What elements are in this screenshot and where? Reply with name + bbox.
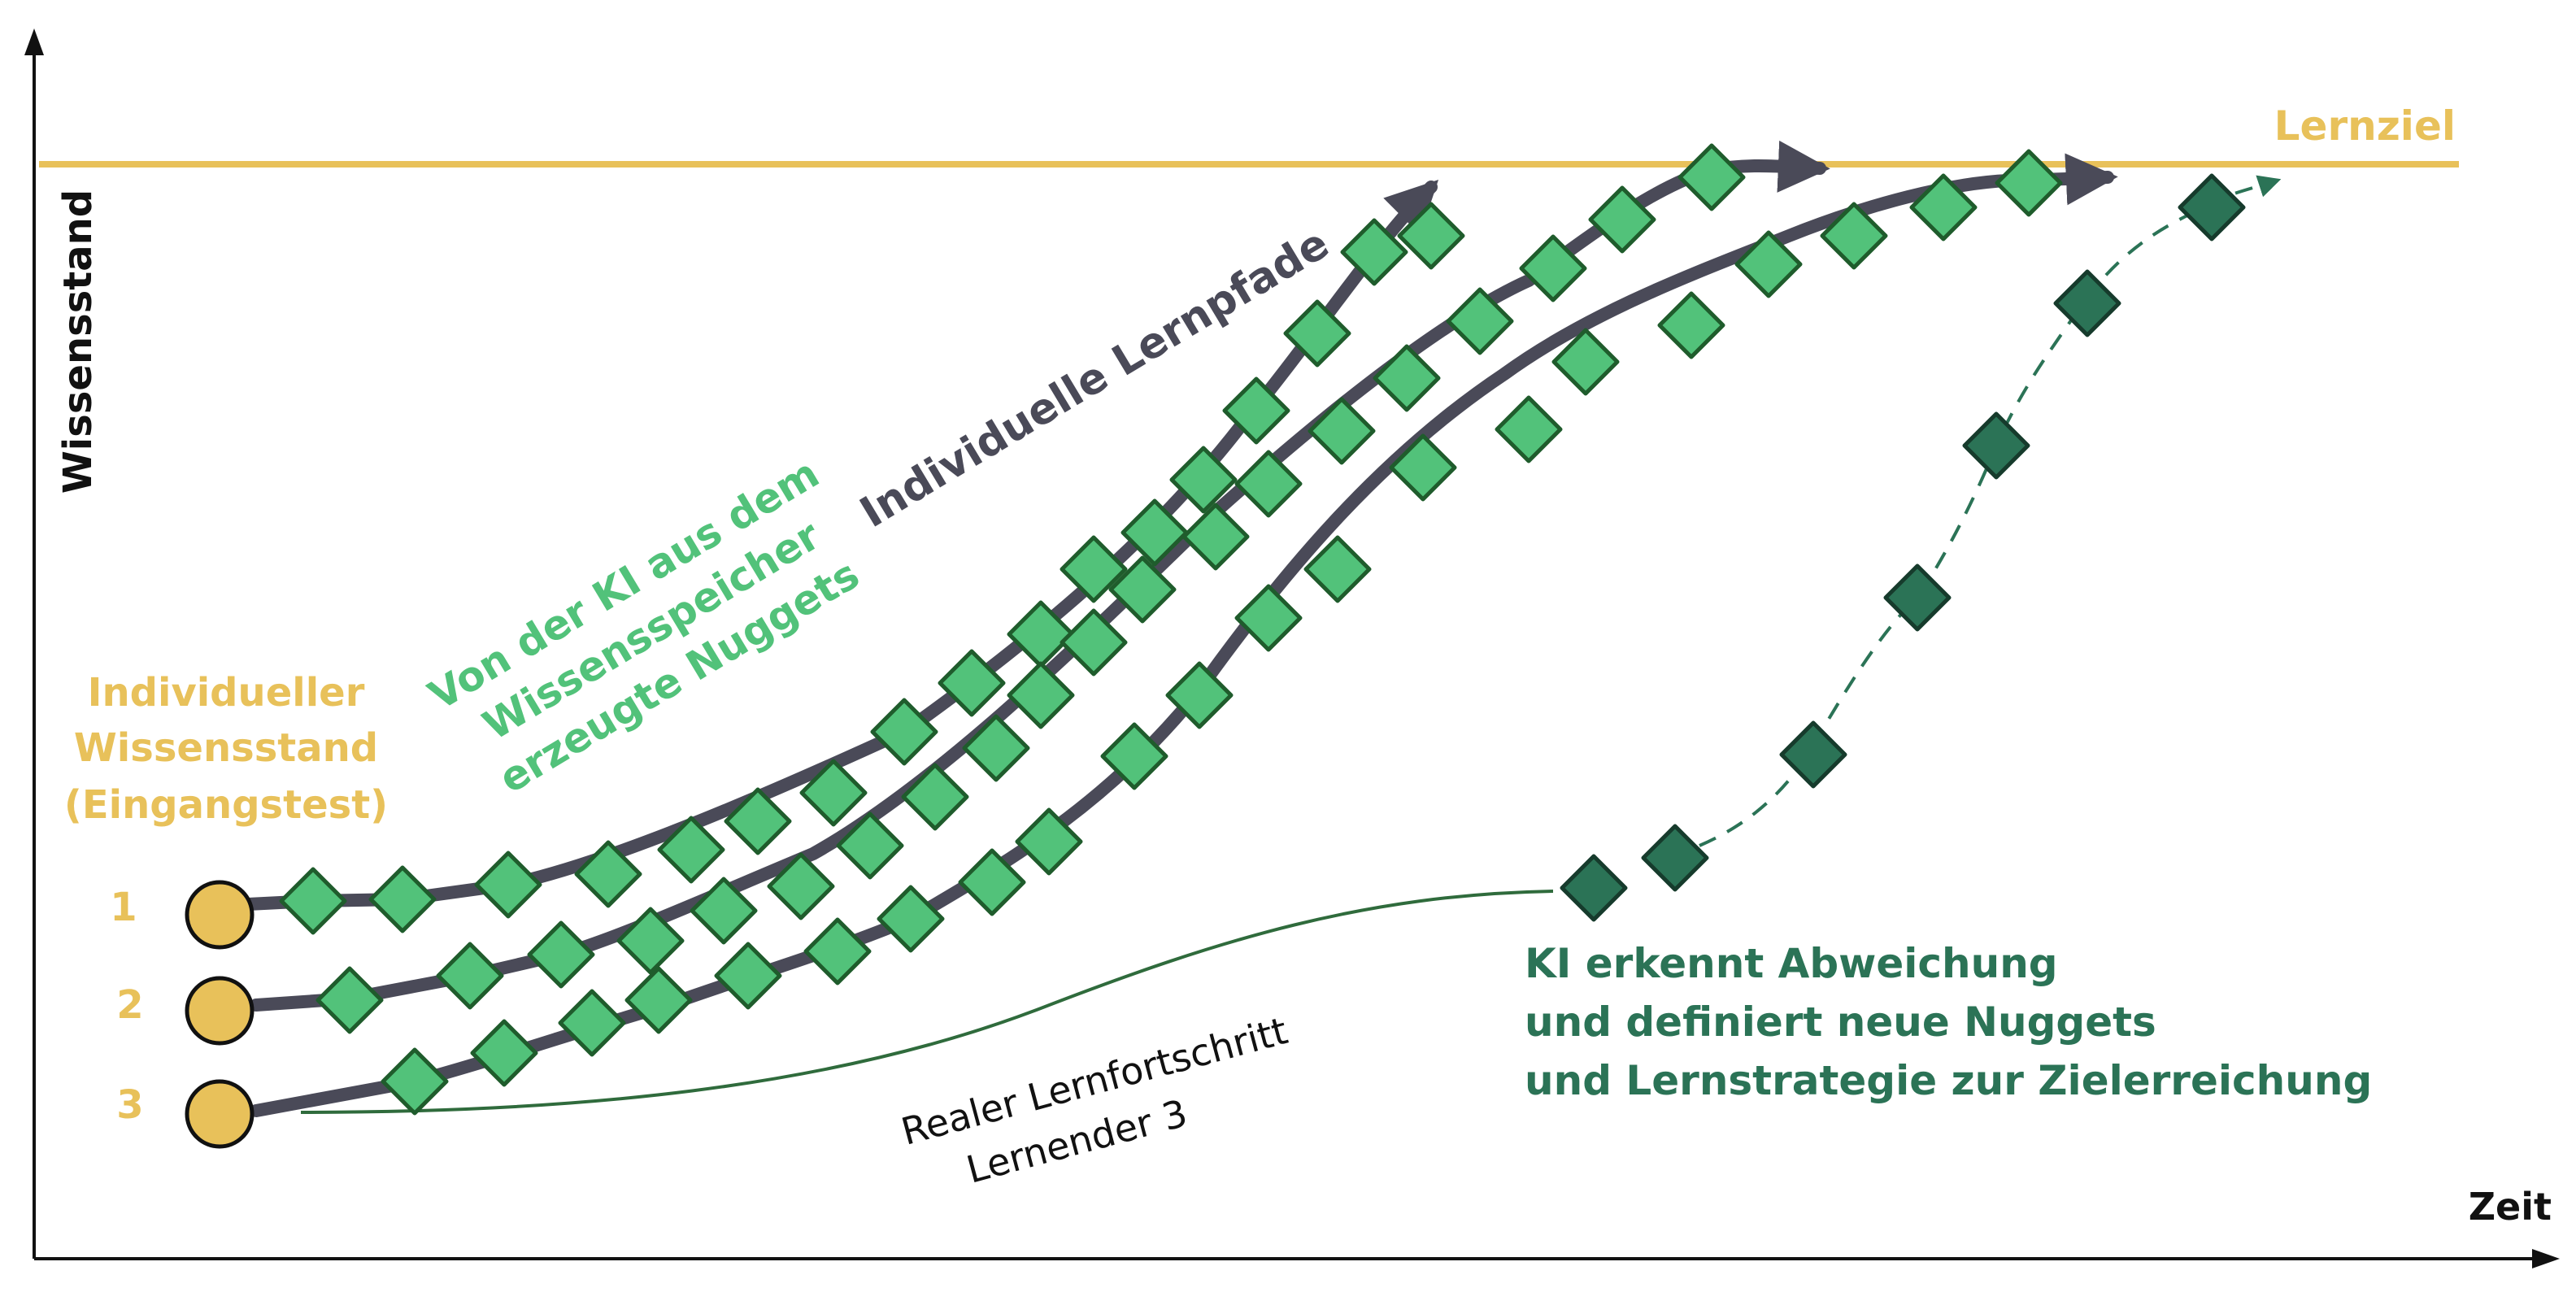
nugget-diamond-icon	[1015, 807, 1083, 876]
nugget-diamond-icon	[368, 865, 437, 933]
nugget-diamond-icon	[1120, 498, 1189, 567]
nugget-diamond-icon	[1373, 344, 1441, 412]
start-points: 1 2 3	[110, 880, 255, 1149]
nugget-diamond-icon	[1060, 608, 1128, 677]
nugget-diamond-icon	[690, 877, 758, 945]
nugget-diamond-icon	[767, 852, 835, 920]
nugget-diamond-icon	[1657, 291, 1725, 359]
nuggets	[279, 143, 2246, 1116]
nugget-diamond-icon	[901, 763, 969, 831]
nugget-diamond-icon	[1397, 202, 1465, 270]
nugget-diamond-icon	[877, 885, 945, 953]
start-label-line: Wissensstand	[74, 725, 378, 771]
nugget-diamond-icon	[279, 867, 347, 935]
nugget-diamond-icon	[1181, 503, 1250, 571]
nugget-diamond-icon	[836, 811, 904, 880]
nugget-diamond-icon	[1519, 234, 1587, 302]
nugget-diamond-icon	[1165, 661, 1234, 729]
nugget-diamond-icon	[1060, 535, 1128, 603]
nugget-diamond-icon	[1495, 395, 1563, 463]
nugget-diamond-dark-icon	[1779, 720, 1847, 789]
nugget-diamond-icon	[799, 759, 868, 827]
nugget-diamond-dark-icon	[1962, 411, 2030, 480]
start-circle-icon	[185, 1079, 255, 1149]
nugget-diamond-icon	[1588, 185, 1656, 254]
start-label-line: (Eingangstest)	[64, 782, 388, 828]
nugget-diamond-icon	[958, 848, 1026, 916]
x-axis-arrow-icon	[2532, 1249, 2560, 1268]
start-label: Individueller Wissensstand (Eingangstest…	[64, 670, 388, 828]
goal: Lernziel	[39, 102, 2459, 168]
nugget-diamond-dark-icon	[1560, 854, 1628, 922]
nugget-diamond-icon	[1340, 218, 1408, 286]
nugget-diamond-icon	[938, 649, 1006, 717]
nugget-diamond-dark-icon	[2053, 269, 2121, 337]
x-axis-label: Zeit	[2469, 1185, 2552, 1229]
nugget-diamond-icon	[616, 907, 685, 975]
nugget-diamond-icon	[962, 714, 1030, 782]
nugget-diamond-icon	[1169, 446, 1238, 514]
nugget-diamond-icon	[574, 840, 642, 908]
nugget-diamond-icon	[714, 942, 782, 1010]
nugget-diamond-icon	[381, 1047, 449, 1116]
nugget-diamond-icon	[1007, 661, 1075, 729]
learner-number: 3	[116, 1082, 143, 1128]
nugget-diamond-icon	[474, 851, 542, 919]
nugget-diamond-icon	[1677, 143, 1746, 211]
ki-label-line: KI erkennt Abweichung	[1525, 940, 2058, 987]
nugget-diamond-icon	[1995, 149, 2063, 217]
nugget-diamond-icon	[470, 1019, 538, 1087]
nugget-diamond-icon	[1222, 376, 1290, 445]
nugget-diamond-icon	[1446, 287, 1514, 355]
nugget-diamond-dark-icon	[2178, 173, 2246, 241]
nugget-diamond-icon	[527, 920, 595, 989]
real-progress-line	[300, 890, 1554, 1114]
learning-path-3	[250, 153, 2118, 1117]
nuggets-label-group: Von der KI aus dem Wissensspeicher erzeu…	[420, 450, 867, 803]
start-circle-icon	[185, 976, 255, 1046]
nugget-diamond-icon	[1734, 230, 1803, 298]
nugget-diamond-icon	[315, 966, 384, 1034]
nugget-diamond-icon	[558, 989, 626, 1057]
ki-label-line: und definiert neue Nuggets	[1525, 999, 2156, 1046]
ki-label-group: KI erkennt Abweichung und definiert neue…	[1525, 940, 2372, 1104]
learner-number: 2	[116, 982, 143, 1028]
nugget-diamond-icon	[803, 917, 872, 986]
nugget-diamond-icon	[657, 816, 725, 884]
nugget-diamond-icon	[1820, 202, 1888, 270]
nugget-diamond-icon	[1303, 535, 1372, 603]
nugget-diamond-icon	[1100, 722, 1168, 790]
nugget-diamond-icon	[1308, 397, 1376, 465]
start-circle-icon	[185, 880, 255, 950]
nugget-diamond-icon	[1108, 555, 1177, 624]
y-axis-label: Wissensstand	[55, 189, 101, 494]
nugget-diamond-icon	[870, 698, 938, 766]
goal-label: Lernziel	[2274, 102, 2456, 150]
start-label-line: Individueller	[88, 670, 365, 716]
nugget-diamond-dark-icon	[1883, 563, 1952, 632]
nugget-diamond-icon	[1234, 584, 1303, 652]
nugget-diamond-icon	[724, 787, 792, 855]
nugget-diamond-icon	[1909, 173, 1978, 241]
nugget-diamond-dark-icon	[1641, 824, 1709, 892]
nugget-diamond-icon	[1234, 450, 1303, 518]
y-axis-arrow-icon	[24, 28, 44, 55]
ki-label-line: und Lernstrategie zur Zielerreichung	[1525, 1057, 2372, 1104]
nugget-diamond-icon	[436, 942, 504, 1010]
nugget-diamond-icon	[1551, 328, 1620, 396]
nugget-diamond-icon	[1389, 433, 1457, 502]
axes: Wissensstand Zeit	[24, 28, 2560, 1268]
nugget-diamond-icon	[1283, 299, 1351, 368]
learner-number: 1	[110, 885, 137, 930]
nugget-diamond-icon	[624, 966, 693, 1034]
